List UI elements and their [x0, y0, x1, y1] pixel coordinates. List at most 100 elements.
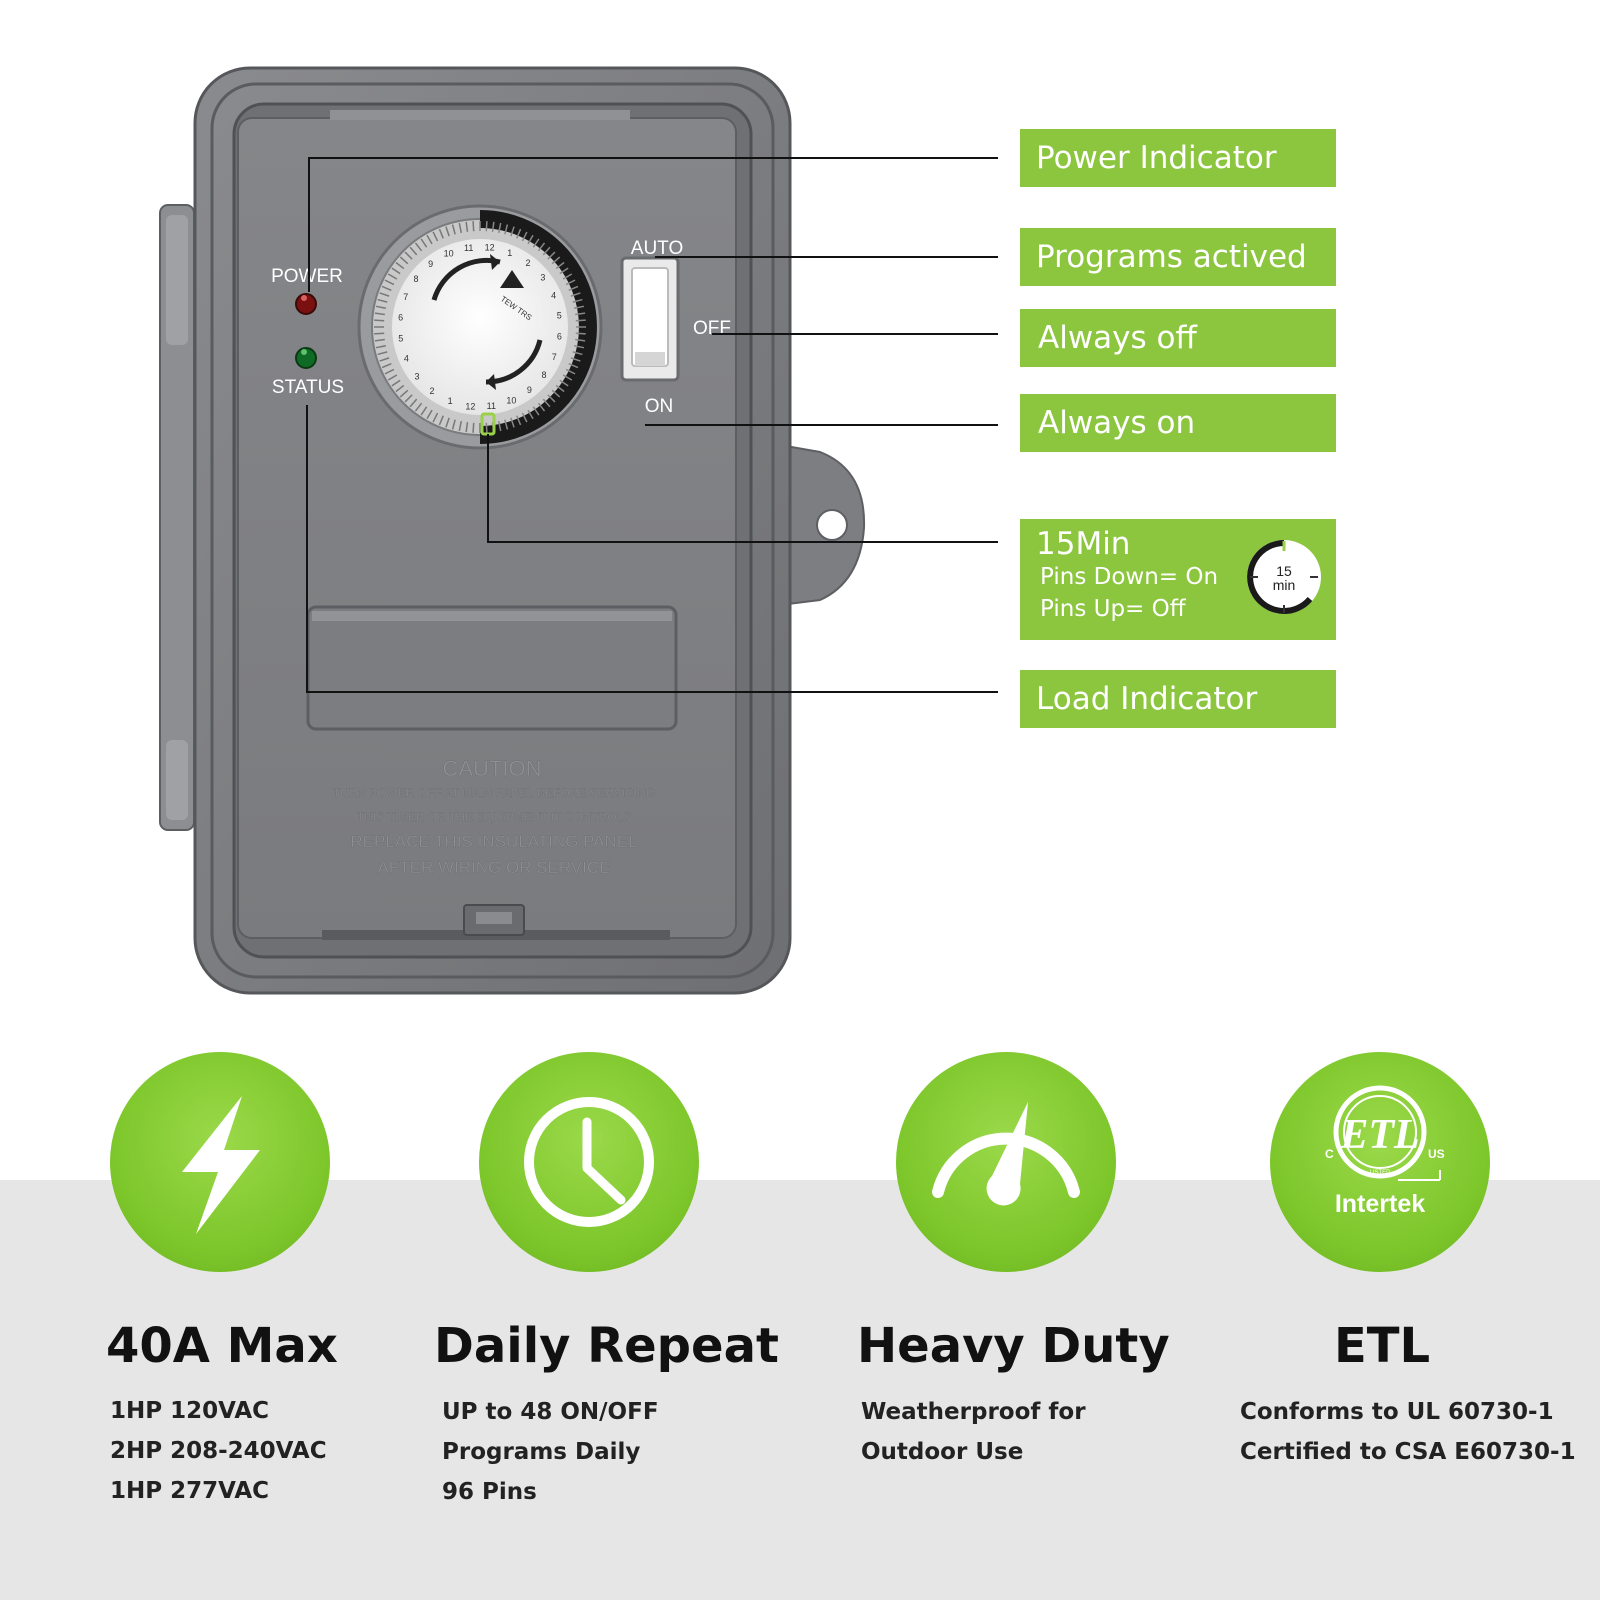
dial-hour: 8	[413, 274, 418, 284]
mode-switch[interactable]	[620, 256, 680, 382]
dial-pin	[575, 312, 586, 316]
dial-pin	[570, 292, 581, 297]
switch-off-label: OFF	[693, 318, 731, 339]
dial-pin	[575, 332, 586, 335]
dial-pin	[381, 285, 392, 291]
dial-pin	[395, 384, 405, 393]
dial-pin	[426, 409, 433, 420]
dial-pin	[521, 231, 528, 242]
status-led	[295, 347, 317, 369]
dial-hour: 9	[428, 259, 433, 269]
dial-pin	[465, 422, 469, 433]
feature-icon-heavy	[896, 1052, 1116, 1272]
dial-pointer-icon	[500, 270, 524, 288]
svg-text:AFTER WIRING OR SERVICE: AFTER WIRING OR SERVICE	[378, 858, 611, 877]
feature-line: UP to 48 ON/OFF	[442, 1399, 659, 1425]
svg-text:US: US	[1428, 1147, 1445, 1161]
dial-hour: 4	[551, 291, 556, 301]
dial-hour: 8	[541, 370, 546, 380]
dial-pin	[574, 305, 585, 310]
dial-pin	[391, 379, 401, 387]
wiring-cover	[306, 605, 678, 731]
switch-on-label: ON	[645, 396, 674, 417]
callout-power-indicator: Power Indicator	[1020, 129, 1336, 187]
svg-text:THIS TIMER OR THE EQUIPMENT IT: THIS TIMER OR THE EQUIPMENT IT CONTROLS	[357, 810, 631, 824]
dial-hour: 10	[444, 248, 454, 258]
dial-pin	[565, 279, 576, 286]
dial-pin	[432, 231, 439, 242]
dial-pin	[491, 221, 495, 232]
dial-pin	[374, 332, 385, 335]
dial-pin	[537, 242, 546, 252]
dial-pin	[532, 238, 540, 248]
dial-pin	[472, 422, 475, 433]
feature-line: 1HP 120VAC	[110, 1398, 270, 1424]
dial-pin	[559, 267, 569, 275]
dial-pin	[565, 368, 576, 375]
dial-hour: 3	[415, 371, 420, 381]
dial-pin	[547, 394, 556, 403]
callout-load-indicator: Load Indicator	[1020, 670, 1336, 728]
dial-pin	[399, 256, 409, 265]
dial-pin	[451, 224, 456, 235]
feature-line: Outdoor Use	[861, 1439, 1024, 1465]
dial-pin	[572, 298, 583, 303]
dial-pin	[374, 312, 385, 316]
dial-pin	[375, 305, 386, 310]
dial-pin	[387, 374, 398, 381]
dial-pin	[547, 251, 556, 260]
dial-pin	[404, 251, 413, 260]
gauge-icon	[932, 1102, 1080, 1206]
svg-text:CAUTION: CAUTION	[443, 756, 542, 781]
dial-pin	[438, 228, 444, 239]
dial-hour: 5	[557, 311, 562, 321]
dial-pin	[381, 363, 392, 369]
dial-pin	[375, 344, 386, 349]
clock-icon	[524, 1097, 654, 1227]
dial-pin	[574, 344, 585, 349]
dial-hour: 4	[404, 353, 409, 363]
dial-pin	[551, 256, 561, 265]
callout-programs-actived: Programs actived	[1020, 228, 1336, 286]
switch-auto-label: AUTO	[631, 238, 683, 259]
panel-latch	[322, 904, 670, 940]
dial-hour: 6	[557, 332, 562, 342]
dial-pin	[485, 422, 488, 433]
dial-pin	[384, 279, 395, 286]
feature-line: Programs Daily	[442, 1439, 641, 1465]
dial-pin	[395, 261, 405, 270]
dial-pin	[438, 415, 444, 426]
dial-hour: 9	[527, 385, 532, 395]
lightning-icon	[182, 1096, 260, 1234]
feature-line: Conforms to UL 60730-1	[1240, 1399, 1554, 1425]
dial-pin	[409, 398, 418, 408]
dial-hour: 1	[507, 248, 512, 258]
dial-hour: 11	[464, 243, 473, 253]
feature-icon-daily	[479, 1052, 699, 1272]
dial-pin	[445, 226, 450, 237]
dial-pin	[458, 421, 463, 432]
dial-pin	[377, 351, 388, 356]
svg-text:REPLACE THIS INSULATING PANEL: REPLACE THIS INSULATING PANEL	[350, 832, 637, 851]
dial-pin	[374, 319, 385, 322]
dial-pin	[426, 234, 433, 245]
dial-pin	[555, 384, 565, 393]
dial-pin	[485, 221, 488, 232]
dial-hour: 3	[540, 273, 545, 283]
dial-pin	[399, 389, 409, 398]
dial-hour: 5	[398, 333, 403, 343]
feature-line: 96 Pins	[442, 1479, 537, 1505]
feature-line: 1HP 277VAC	[110, 1478, 270, 1504]
caution-text: CAUTION TURN POWER OFF AT MAIN PANEL BEF…	[332, 756, 655, 877]
dial-pin	[572, 351, 583, 356]
dial-pin	[562, 374, 573, 381]
timer-enclosure: POWER STATUS 121234567891011121234567891…	[159, 66, 998, 995]
svg-text:ETL: ETL	[1339, 1112, 1419, 1158]
dial-pin	[542, 246, 551, 256]
dial-pin	[472, 221, 475, 232]
dial-pin	[379, 292, 390, 297]
dial-pin	[445, 417, 450, 428]
dial-pin	[451, 419, 456, 430]
